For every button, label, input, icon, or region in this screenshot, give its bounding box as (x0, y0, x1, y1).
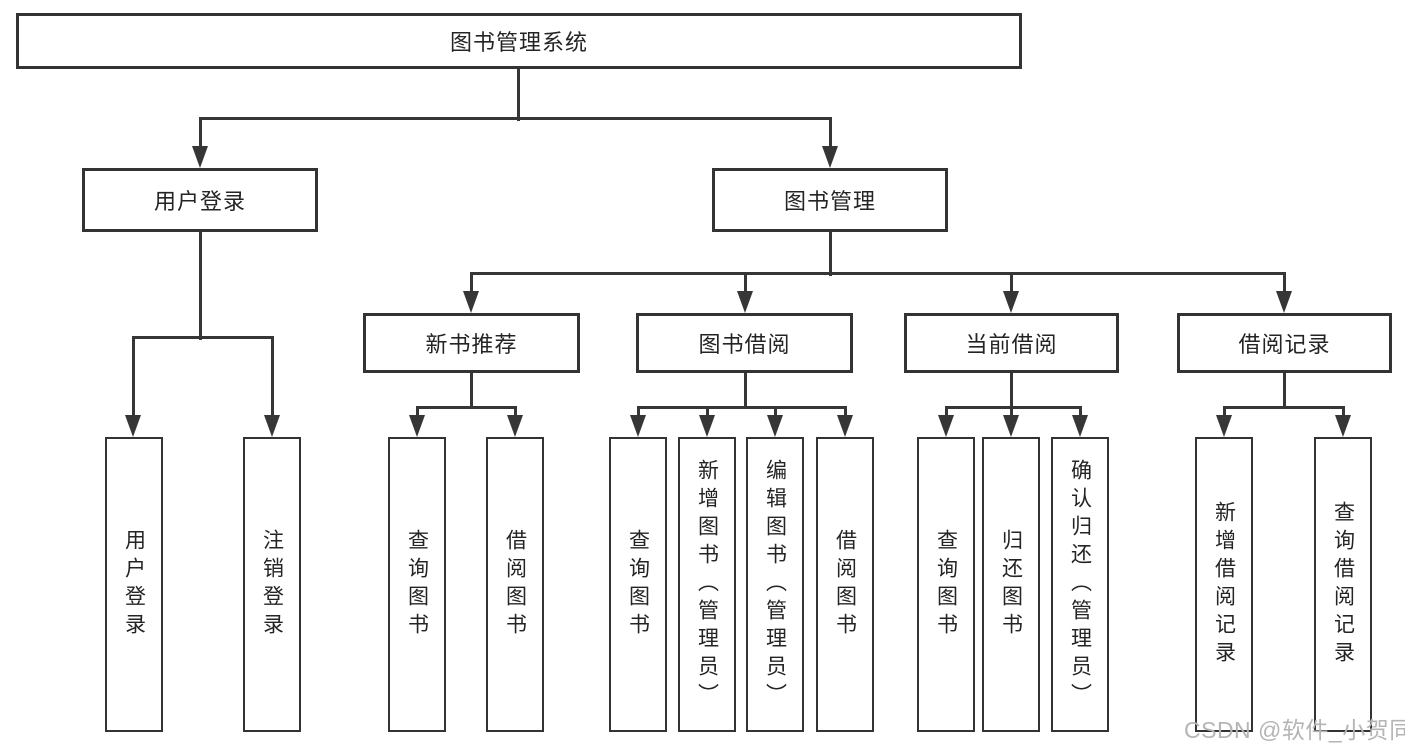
connector-line (829, 117, 832, 149)
connector-line (1342, 406, 1345, 418)
connector-line (1283, 272, 1286, 294)
leaf-current-return-books: 归还图书 (982, 437, 1040, 732)
node-label: 借阅图书 (833, 528, 857, 641)
connector-line (706, 406, 709, 418)
arrow-down-icon (192, 146, 208, 168)
node-label: 用户登录 (153, 189, 246, 214)
arrow-down-icon (837, 415, 853, 437)
arrow-down-icon (507, 415, 523, 437)
arrow-down-icon (264, 415, 280, 437)
node-label: 新增借阅记录 (1212, 500, 1236, 669)
leaf-current-confirm-return-admin: 确认归还（管理员） (1051, 437, 1109, 732)
connector-line (470, 272, 473, 294)
connector-line (744, 272, 747, 294)
node-label: 编辑图书（管理员） (763, 458, 787, 711)
node-label: 用户登录 (122, 528, 146, 641)
arrow-down-icon (630, 415, 646, 437)
connector-line (1223, 406, 1344, 409)
node-label: 查询借阅记录 (1331, 500, 1355, 669)
leaf-borrow-borrow-books: 借阅图书 (816, 437, 874, 732)
arrow-down-icon (767, 415, 783, 437)
node-label: 当前借阅 (965, 332, 1058, 357)
connector-line (1223, 406, 1226, 418)
leaf-user-login: 用户登录 (105, 437, 163, 732)
arrow-down-icon (737, 291, 753, 313)
leaf-records-query-record: 查询借阅记录 (1314, 437, 1372, 732)
node-borrow-records: 借阅记录 (1177, 313, 1392, 373)
node-new-book-recommend: 新书推荐 (363, 313, 580, 373)
node-label: 查询图书 (934, 528, 958, 641)
node-label: 借阅记录 (1238, 332, 1331, 357)
connector-line (199, 117, 202, 149)
arrow-down-icon (1003, 415, 1019, 437)
connector-line (470, 272, 1285, 275)
node-label: 查询图书 (626, 528, 650, 641)
node-label: 确认归还（管理员） (1068, 458, 1092, 711)
node-library-system: 图书管理系统 (16, 13, 1022, 69)
arrow-down-icon (409, 415, 425, 437)
connector-line (945, 406, 948, 418)
connector-line (1010, 406, 1013, 418)
connector-line (132, 336, 135, 418)
connector-line (945, 406, 1081, 409)
arrow-down-icon (1216, 415, 1232, 437)
connector-line (416, 406, 419, 418)
node-book-management: 图书管理 (712, 168, 948, 232)
connector-line (132, 336, 273, 339)
arrow-down-icon (699, 415, 715, 437)
node-label: 新书推荐 (425, 332, 518, 357)
arrow-down-icon (463, 291, 479, 313)
connector-line (1010, 371, 1013, 409)
leaf-recommend-query-books: 查询图书 (388, 437, 446, 732)
node-label: 图书管理系统 (449, 30, 588, 55)
csdn-watermark: CSDN @软件_小贺同学 (1184, 717, 1405, 743)
leaf-borrow-add-books-admin: 新增图书（管理员） (678, 437, 736, 732)
node-label: 图书管理 (783, 189, 876, 214)
connector-line (271, 336, 274, 418)
connector-line (829, 232, 832, 276)
connector-line (199, 232, 202, 340)
connector-line (517, 69, 520, 121)
connector-line (470, 371, 473, 409)
connector-line (416, 406, 516, 409)
node-label: 注销登录 (260, 528, 284, 641)
node-label: 新增图书（管理员） (695, 458, 719, 711)
arrow-down-icon (1335, 415, 1351, 437)
leaf-records-add-record: 新增借阅记录 (1195, 437, 1253, 732)
arrow-down-icon (1072, 415, 1088, 437)
node-book-borrow: 图书借阅 (636, 313, 853, 373)
arrow-down-icon (822, 146, 838, 168)
arrow-down-icon (1003, 291, 1019, 313)
leaf-recommend-borrow-books: 借阅图书 (486, 437, 544, 732)
connector-line (1079, 406, 1082, 418)
node-label: 借阅图书 (503, 528, 527, 641)
arrow-down-icon (125, 415, 141, 437)
arrow-down-icon (1276, 291, 1292, 313)
node-user-login: 用户登录 (82, 168, 318, 232)
leaf-borrow-edit-books-admin: 编辑图书（管理员） (746, 437, 804, 732)
node-label: 归还图书 (999, 528, 1023, 641)
connector-line (744, 371, 747, 409)
leaf-borrow-query-books: 查询图书 (609, 437, 667, 732)
connector-line (514, 406, 517, 418)
leaf-logout: 注销登录 (243, 437, 301, 732)
leaf-current-query-books: 查询图书 (917, 437, 975, 732)
connector-line (637, 406, 640, 418)
connector-line (844, 406, 847, 418)
connector-line (774, 406, 777, 418)
node-label: 图书借阅 (698, 332, 791, 357)
connector-line (1010, 272, 1013, 294)
connector-line (637, 406, 847, 409)
connector-line (199, 117, 831, 120)
node-current-borrow: 当前借阅 (904, 313, 1119, 373)
connector-line (1283, 371, 1286, 409)
node-label: 查询图书 (405, 528, 429, 641)
arrow-down-icon (938, 415, 954, 437)
